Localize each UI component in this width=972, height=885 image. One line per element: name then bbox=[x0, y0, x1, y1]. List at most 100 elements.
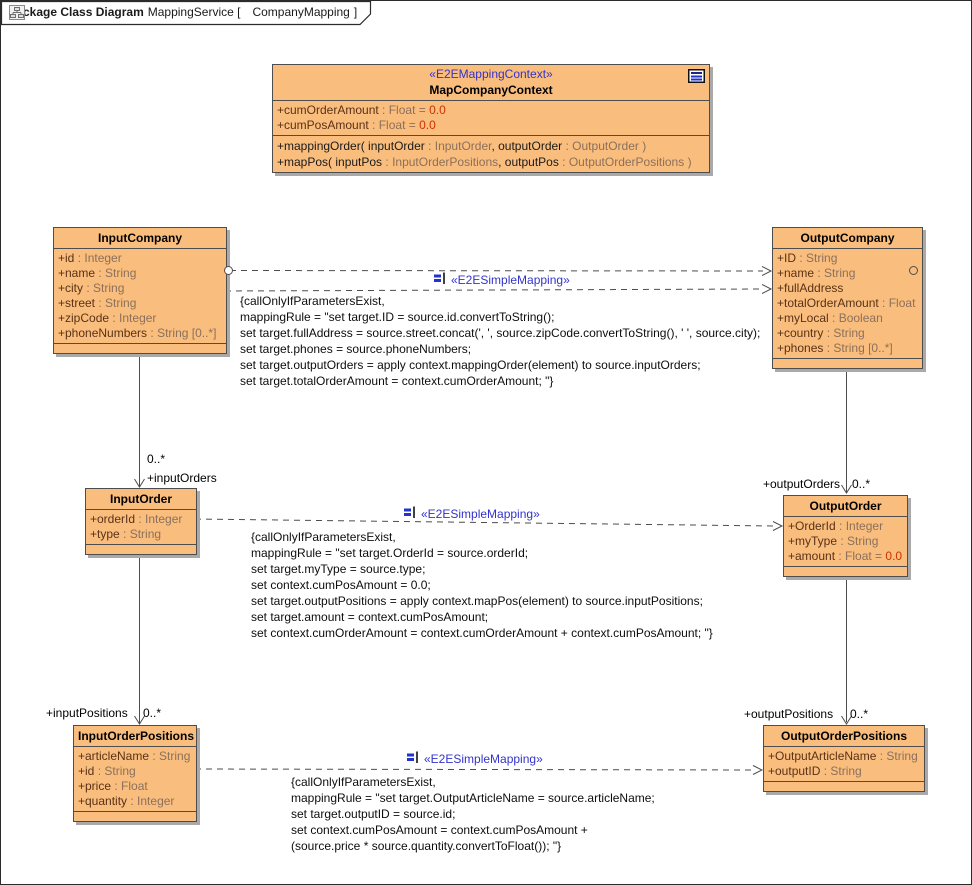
mapping-constraint-text[interactable]: {callOnlyIfParametersExist, mappingRule =… bbox=[240, 293, 760, 389]
tab-kind-label: package Class Diagram bbox=[9, 5, 144, 19]
attribute-row[interactable]: +cumPosAmount : Float = 0.0 bbox=[277, 118, 436, 132]
constraint-line: set context.cumPosAmount = context.cumPo… bbox=[291, 823, 588, 837]
attribute-row[interactable]: +cumOrderAmount : Float = 0.0 bbox=[277, 103, 446, 117]
class-name: InputCompany bbox=[98, 231, 182, 245]
attribute-row[interactable]: +quantity : Integer bbox=[78, 794, 175, 808]
attribute-row[interactable]: +totalOrderAmount : Float bbox=[777, 296, 916, 310]
attribute-row[interactable]: +outputID : String bbox=[768, 764, 862, 778]
constraint-line: mappingRule = "set target.ID = source.id… bbox=[240, 310, 555, 324]
multiplicity-label[interactable]: 0..* bbox=[143, 706, 162, 720]
class-map-company-context[interactable]: «E2EMappingContext» MapCompanyContext +cum… bbox=[272, 64, 710, 173]
compartments-icon[interactable] bbox=[688, 69, 705, 86]
constraint-line: {callOnlyIfParametersExist, bbox=[251, 530, 396, 544]
attributes-compartment: +cumOrderAmount : Float = 0.0+cumPosAmou… bbox=[273, 101, 709, 135]
attributes-compartment: +id : Integer+name : String+city : Strin… bbox=[54, 249, 226, 343]
class-header[interactable]: OutputOrderPositions bbox=[764, 726, 924, 747]
class-name: MapCompanyContext bbox=[429, 83, 553, 97]
constraint-line: set target.fullAddress = source.street.c… bbox=[240, 326, 761, 340]
constraint-line: {callOnlyIfParametersExist, bbox=[240, 294, 385, 308]
attribute-row[interactable]: +myLocal : Boolean bbox=[777, 311, 883, 325]
attribute-row[interactable]: +ID : String bbox=[777, 251, 838, 265]
class-name: OutputCompany bbox=[800, 231, 895, 245]
multiplicity-label[interactable]: 0..* bbox=[147, 452, 166, 466]
mapping-constraint-text[interactable]: {callOnlyIfParametersExist,mappingRule =… bbox=[251, 529, 713, 641]
attribute-row[interactable]: +city : String bbox=[58, 281, 125, 295]
role-label[interactable]: +outputOrders bbox=[763, 477, 841, 491]
mapping-stereotype-label[interactable]: «E2ESimpleMapping» bbox=[404, 506, 540, 522]
tab-shape bbox=[1, 1, 372, 26]
multiplicity-label[interactable]: 0..* bbox=[852, 477, 871, 491]
empty-operations-compartment bbox=[773, 358, 922, 368]
attribute-row[interactable]: +zipCode : Integer bbox=[58, 311, 157, 325]
class-input-company[interactable]: InputCompany+id : Integer+name : String+… bbox=[53, 227, 227, 354]
attribute-row[interactable]: +price : Float bbox=[78, 779, 148, 793]
class-name: OutputOrderPositions bbox=[781, 729, 907, 743]
constraint-line: set target.amount = context.cumPosAmount… bbox=[251, 610, 489, 624]
class-header[interactable]: InputOrder bbox=[86, 489, 196, 510]
constraint-line: set context.cumPosAmount = 0.0; bbox=[251, 578, 431, 592]
class-output-order[interactable]: OutputOrder +OrderId : Integer+myType : S… bbox=[783, 495, 908, 577]
class-input-order[interactable]: InputOrder +orderId : Integer+type : Stri… bbox=[85, 488, 197, 555]
class-header[interactable]: OutputOrder bbox=[784, 496, 907, 517]
attribute-row[interactable]: +name : String bbox=[58, 266, 137, 280]
mapping-icon bbox=[434, 272, 446, 288]
class-name: OutputOrder bbox=[809, 499, 882, 513]
mapping-constraint-text[interactable]: {callOnlyIfParametersExist, mappingRule =… bbox=[291, 774, 655, 854]
class-header[interactable]: OutputCompany bbox=[773, 228, 922, 249]
constraint-line: set target.phones = source.phoneNumbers; bbox=[240, 342, 472, 356]
diagram-tab: package Class Diagram MappingService [ C… bbox=[1, 1, 373, 26]
multiplicity-label[interactable]: 0..* bbox=[850, 707, 869, 721]
class-name: InputOrderPositions bbox=[78, 729, 195, 743]
class-header[interactable]: InputOrderPositions bbox=[74, 726, 196, 747]
constraint-line: set target.totalOrderAmount = context.cu… bbox=[240, 374, 554, 388]
attribute-row[interactable]: +OutputArticleName : String bbox=[768, 749, 918, 763]
class-header[interactable]: «E2EMappingContext» MapCompanyContext bbox=[273, 65, 709, 101]
operation-row[interactable]: +mapPos( inputPos : InputOrderPositions,… bbox=[277, 155, 692, 169]
attributes-compartment: +articleName : String+id : String+price … bbox=[74, 747, 196, 811]
role-label[interactable]: +outputPositions bbox=[744, 707, 834, 721]
attribute-row[interactable]: +id : Integer bbox=[58, 251, 122, 265]
attribute-row[interactable]: +street : String bbox=[58, 296, 137, 310]
attributes-compartment: +ID : String+name : String+fullAddress+t… bbox=[773, 249, 922, 358]
constraint-line: {callOnlyIfParametersExist, bbox=[291, 775, 436, 789]
attribute-row[interactable]: +id : String bbox=[78, 764, 136, 778]
class-input-order-positions[interactable]: InputOrderPositions +articleName : String… bbox=[73, 725, 197, 822]
constraint-line: set target.myType = source.type; bbox=[251, 562, 426, 576]
constraint-line: (source.price * source.quantity.convertT… bbox=[291, 839, 562, 853]
stereotype-text: «E2ESimpleMapping» bbox=[424, 752, 543, 766]
attribute-row[interactable]: +phoneNumbers : String [0..*] bbox=[58, 326, 217, 340]
attribute-row[interactable]: +name : String bbox=[777, 266, 856, 280]
operation-row[interactable]: +mappingOrder( inputOrder : InputOrder, … bbox=[277, 139, 647, 153]
attributes-compartment: +OrderId : Integer+myType : String+amoun… bbox=[784, 517, 907, 566]
class-output-company[interactable]: OutputCompany+ID : String+name : String+… bbox=[772, 227, 923, 369]
class-name: InputOrder bbox=[110, 492, 172, 506]
mapping-stereotype-label[interactable]: «E2ESimpleMapping» bbox=[407, 751, 543, 767]
mapping-source-anchor-circle[interactable] bbox=[224, 266, 233, 275]
attribute-row[interactable]: +country : String bbox=[777, 326, 865, 340]
role-label[interactable]: +inputPositions bbox=[46, 706, 128, 720]
tab-diagram-name: CompanyMapping bbox=[252, 5, 350, 19]
constraint-line: set target.outputOrders = apply context.… bbox=[240, 358, 701, 372]
attribute-row[interactable]: +orderId : Integer bbox=[90, 512, 183, 526]
stereotype-text: «E2ESimpleMapping» bbox=[451, 273, 570, 287]
empty-operations-compartment bbox=[54, 343, 226, 353]
attribute-row[interactable]: +OrderId : Integer bbox=[788, 519, 884, 533]
tab-closing-bracket: ] bbox=[353, 5, 358, 19]
class-output-order-positions[interactable]: OutputOrderPositions +OutputArticleName :… bbox=[763, 725, 925, 792]
mapping-icon bbox=[407, 751, 419, 767]
mapping-icon bbox=[404, 506, 416, 522]
class-stereotype: «E2EMappingContext» bbox=[429, 67, 553, 81]
attributes-compartment: +OutputArticleName : String+outputID : S… bbox=[764, 747, 924, 781]
role-label[interactable]: +inputOrders bbox=[147, 471, 217, 485]
attribute-row[interactable]: +articleName : String bbox=[78, 749, 191, 763]
attribute-row[interactable]: +myType : String bbox=[788, 534, 879, 548]
attribute-row[interactable]: +phones : String [0..*] bbox=[777, 341, 893, 355]
constraint-line: set target.outputPositions = apply conte… bbox=[251, 594, 703, 608]
attribute-row[interactable]: +amount : Float = 0.0 bbox=[788, 549, 903, 563]
mapping-stereotype-label[interactable]: «E2ESimpleMapping» bbox=[434, 272, 570, 288]
mapping-target-anchor-circle[interactable] bbox=[909, 266, 918, 275]
constraint-line: mappingRule = "set target.OutputArticleN… bbox=[291, 791, 655, 805]
class-header[interactable]: InputCompany bbox=[54, 228, 226, 249]
attribute-row[interactable]: +type : String bbox=[90, 527, 162, 541]
attribute-row[interactable]: +fullAddress bbox=[777, 281, 844, 295]
